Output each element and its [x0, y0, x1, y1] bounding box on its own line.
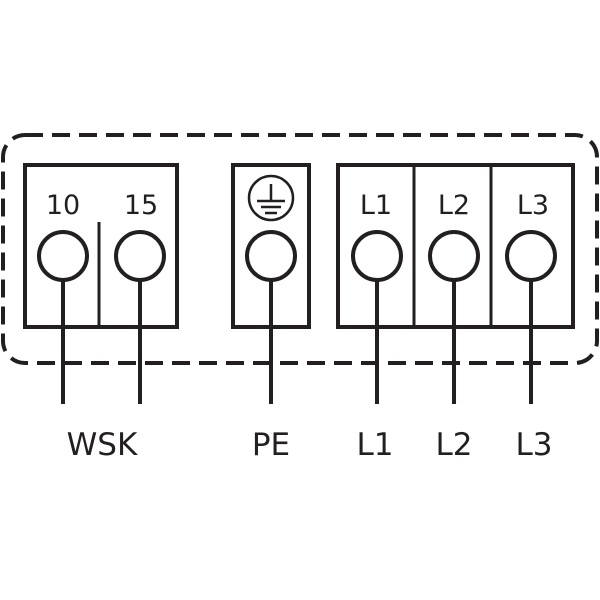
- terminal-label-10: 10: [46, 190, 80, 221]
- protective-earth-icon: [247, 174, 295, 222]
- terminal-l3: [505, 230, 557, 282]
- wire-label-l2: L2: [436, 427, 473, 463]
- terminal-10: [37, 230, 89, 282]
- terminal-pe: [245, 230, 297, 282]
- wire-label-pe: PE: [252, 427, 290, 463]
- wire-label-l3: L3: [516, 427, 553, 463]
- terminal-l1: [351, 230, 403, 282]
- wire-label-l1: L1: [357, 427, 394, 463]
- terminal-label-15: 15: [124, 190, 158, 221]
- terminal-label-l1: L1: [360, 190, 392, 221]
- terminal-15: [114, 230, 166, 282]
- terminal-label-l3: L3: [517, 190, 549, 221]
- terminal-label-l2: L2: [438, 190, 470, 221]
- wire-label-wsk: WSK: [67, 427, 138, 463]
- wsk-terminal-block: [23, 163, 179, 329]
- enclosure-dashed-outline: [1, 133, 599, 365]
- terminal-l2: [428, 230, 480, 282]
